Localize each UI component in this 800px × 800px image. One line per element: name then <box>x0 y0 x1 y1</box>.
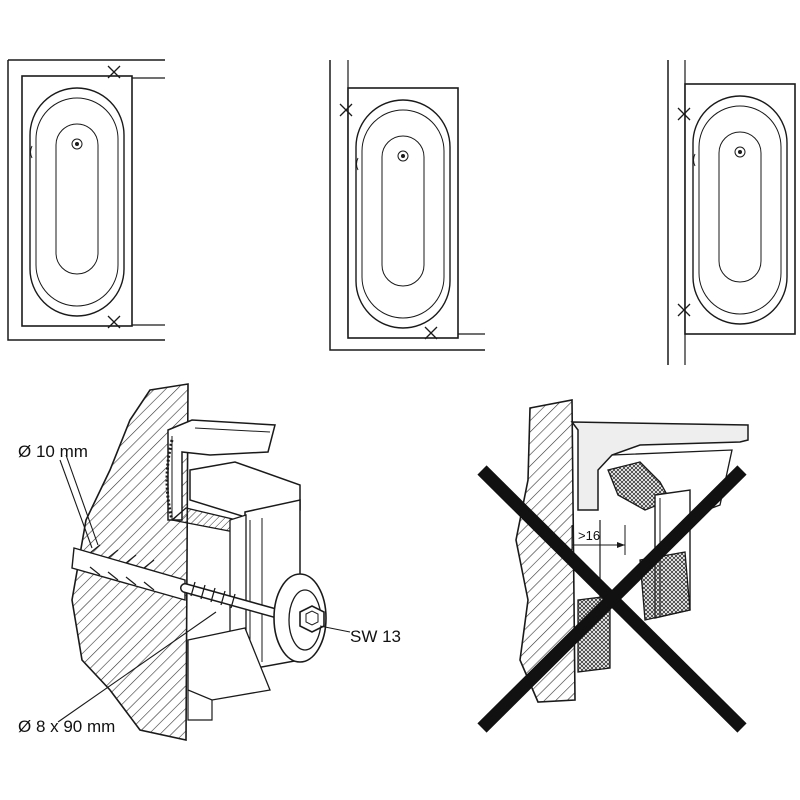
gap-dimension: >16 <box>571 525 626 555</box>
mount-point-marker <box>424 326 438 340</box>
layout-corner-left <box>329 60 485 351</box>
mount-point-marker <box>107 65 121 79</box>
layout-wall-both-ends <box>7 59 165 341</box>
mount-point-marker <box>339 103 353 117</box>
mount-point-marker <box>677 303 691 317</box>
wall-section <box>71 383 189 741</box>
screw-size-label: Ø 8 x 90 mm <box>18 717 115 736</box>
layout-wall-left <box>667 60 796 365</box>
wrench-size-label: SW 13 <box>350 627 401 646</box>
mount-point-marker <box>107 315 121 329</box>
washer-nut <box>273 573 327 663</box>
gap-limit-label: >16 <box>578 528 600 543</box>
correct-mounting-detail: Ø 10 mm SW 13 Ø 8 x 90 mm <box>18 383 401 741</box>
anchor-diameter-label: Ø 10 mm <box>18 442 88 461</box>
incorrect-mounting-detail: >16 <box>477 399 749 733</box>
wall-section <box>515 399 576 703</box>
not-allowed-cross-icon <box>477 465 747 733</box>
mount-point-marker <box>677 107 691 121</box>
